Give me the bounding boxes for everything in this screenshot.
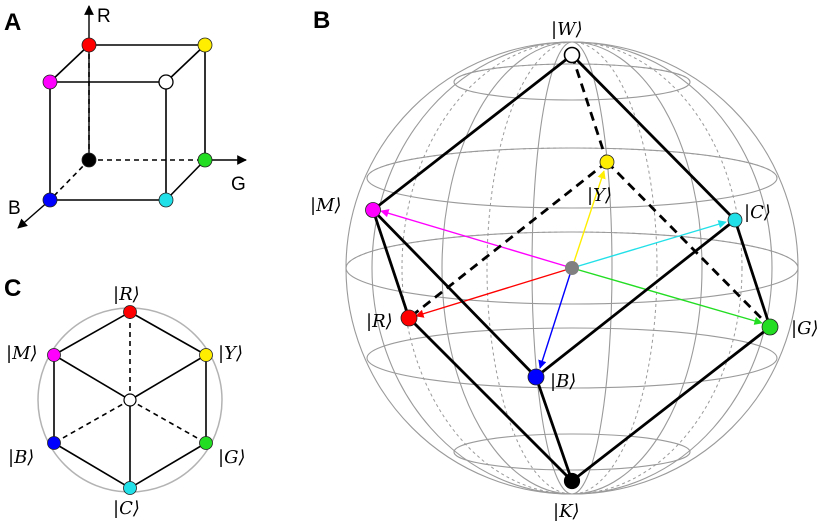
vector-blue <box>538 267 573 369</box>
cube-green-vertex <box>197 152 213 168</box>
hex-red-label: |R⟩ <box>113 284 140 305</box>
sphere-black-node <box>563 472 581 490</box>
panel-c-letter: C <box>4 275 21 302</box>
cube-edge <box>371 209 411 319</box>
sphere-yellow-node <box>599 154 615 170</box>
vector-red <box>415 267 573 318</box>
panel-a: A R G B <box>4 5 247 229</box>
sphere-white-label: |W⟩ <box>551 19 583 40</box>
cube-edge <box>371 209 538 378</box>
hex-yellow-label: |Y⟩ <box>218 343 243 364</box>
hex-magenta-label: |M⟩ <box>6 343 38 364</box>
sphere-blue-node <box>527 368 545 386</box>
hex-cyan-label: |C⟩ <box>113 498 140 519</box>
hex-magenta-node <box>47 348 61 362</box>
vector-cyan <box>571 220 727 269</box>
cube-edge <box>571 54 736 221</box>
sphere-red-node <box>400 309 418 327</box>
hex-spoke <box>53 399 131 444</box>
cube-edge-hidden <box>408 160 608 320</box>
sphere-cyan-label: |C⟩ <box>744 202 771 223</box>
sphere-green-node <box>761 318 779 336</box>
panel-b: B <box>310 7 818 522</box>
cube-edge <box>534 376 574 482</box>
cube-edge <box>535 218 736 379</box>
state-vectors <box>380 170 763 369</box>
panel-b-letter: B <box>313 7 330 34</box>
cube-white-vertex <box>158 74 174 90</box>
sphere-magenta-label: |M⟩ <box>310 195 342 216</box>
hex-yellow-node <box>199 348 213 362</box>
sphere-red-label: |R⟩ <box>366 311 393 332</box>
cube-yellow-vertex <box>197 37 213 53</box>
hex-spoke <box>129 399 207 444</box>
panel-a-letter: A <box>4 9 21 36</box>
cube-edge <box>408 317 573 482</box>
r-axis-label: R <box>97 6 111 27</box>
cube-edge-hidden <box>606 161 771 328</box>
latitude-back <box>453 63 691 83</box>
cube-edge <box>165 44 206 83</box>
hex-red-node <box>123 305 137 319</box>
cube-blue-vertex <box>42 192 58 208</box>
latitude-ring <box>366 327 778 389</box>
hex-spoke <box>53 354 131 401</box>
hex-cyan-node <box>123 481 137 495</box>
sphere-wireframe <box>345 41 799 495</box>
cube-red-vertex <box>81 37 97 53</box>
sphere-white-node <box>563 46 581 64</box>
cube-edge-hidden <box>570 54 609 163</box>
sphere-cyan-node <box>727 212 743 228</box>
hex-blue-label: |B⟩ <box>8 447 34 468</box>
sphere-green-label: |G⟩ <box>791 318 818 339</box>
hex-spoke <box>129 354 207 401</box>
sphere-magenta-node <box>365 202 381 218</box>
cube-cyan-vertex <box>158 192 174 208</box>
hex-green-node <box>199 436 213 450</box>
sphere-yellow-label: |Y⟩ <box>587 185 612 206</box>
b-axis-label: B <box>8 198 21 219</box>
cube-edge <box>571 325 771 483</box>
hex-green-label: |G⟩ <box>218 447 245 468</box>
sphere-blue-label: |B⟩ <box>550 371 576 392</box>
cube-edge <box>733 219 772 328</box>
cube-black-vertex <box>81 152 97 168</box>
vector-yellow <box>571 170 606 269</box>
cube-edge-hidden <box>49 159 90 201</box>
vector-magenta <box>380 209 573 269</box>
hex-center-white <box>123 393 137 407</box>
cube-edge <box>165 159 206 201</box>
panel-c: C |R⟩ |Y⟩ |G⟩ |C⟩ |B⟩ |M⟩ <box>4 275 245 519</box>
cube-edge <box>49 44 90 83</box>
hex-blue-node <box>47 436 61 450</box>
sphere-center <box>565 261 579 275</box>
latitude-ring <box>453 433 691 471</box>
cube-magenta-vertex <box>42 74 58 90</box>
cube-edge <box>372 53 573 212</box>
vector-green <box>571 267 763 325</box>
meridian-back <box>401 41 743 495</box>
latitude-back <box>366 147 778 179</box>
sphere-black-label: |K⟩ <box>553 501 580 522</box>
g-axis-label: G <box>231 174 246 195</box>
